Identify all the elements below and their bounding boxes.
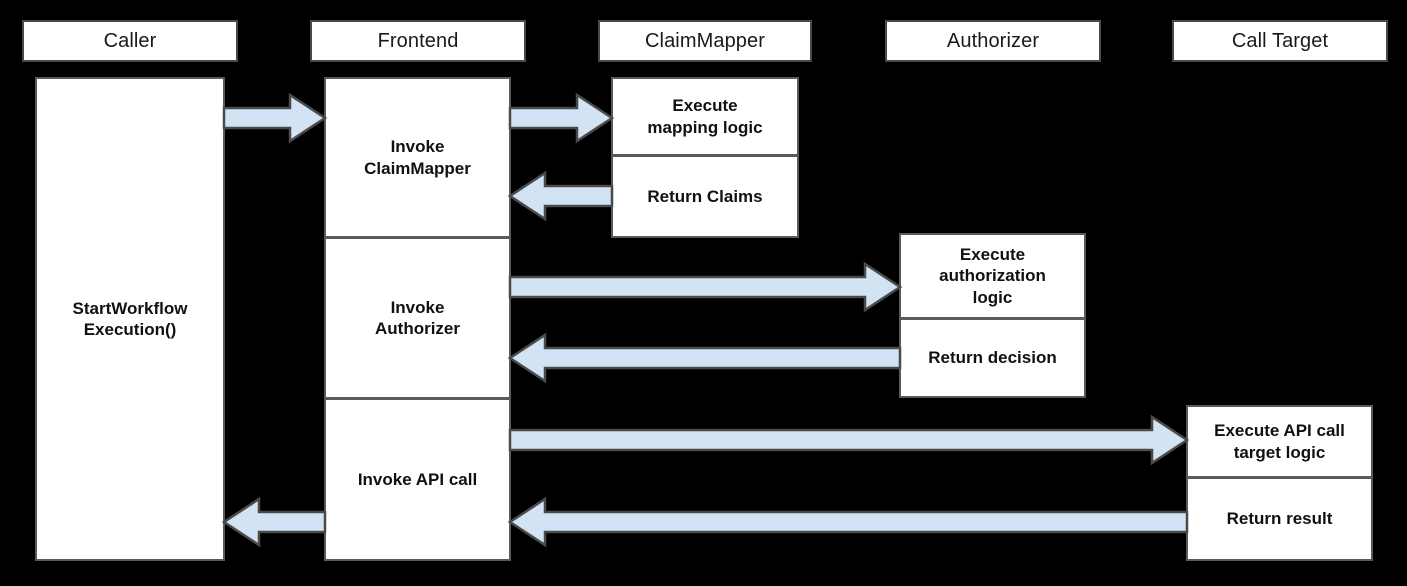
frontend-invoke-authorizer-line2: Authorizer — [375, 319, 460, 338]
lane-header-calltarget-label: Call Target — [1231, 29, 1329, 52]
claimmapper-activation-return-claims[interactable]: Return Claims — [611, 155, 799, 238]
calltarget-execute-line1: Execute API call — [1214, 421, 1345, 441]
lane-header-frontend-label: Frontend — [377, 29, 459, 52]
frontend-invoke-api-call-label: Invoke API call — [357, 469, 478, 489]
frontend-activation-invoke-authorizer[interactable]: Invoke Authorizer — [324, 237, 511, 399]
authorizer-execute-line1: Execute — [959, 245, 1026, 265]
arrow-frontend-to-calltarget-icon[interactable] — [508, 414, 1190, 466]
claimmapper-execute-line1: Execute — [672, 96, 738, 116]
arrow-caller-to-frontend-icon[interactable] — [222, 92, 328, 144]
lane-header-claimmapper-label: ClaimMapper — [644, 29, 766, 52]
calltarget-return-result-label: Return result — [1226, 509, 1333, 529]
authorizer-activation-execute-authorization-logic[interactable]: Execute authorization logic — [899, 233, 1086, 319]
claimmapper-execute-line2: mapping logic — [647, 117, 763, 137]
authorizer-execute-line3: logic — [972, 287, 1013, 307]
arrow-frontend-to-authorizer-icon[interactable] — [508, 261, 903, 313]
calltarget-activation-return-result[interactable]: Return result — [1186, 477, 1373, 561]
frontend-invoke-claimmapper-line2: ClaimMapper — [364, 158, 471, 178]
lane-header-frontend[interactable]: Frontend — [310, 20, 526, 62]
claimmapper-return-claims-label: Return Claims — [647, 186, 763, 206]
arrow-calltarget-to-frontend-icon[interactable] — [507, 496, 1189, 548]
frontend-invoke-claimmapper-line1: Invoke — [390, 137, 445, 157]
authorizer-execute-line2: authorization — [939, 266, 1046, 286]
arrow-frontend-to-caller-icon[interactable] — [221, 496, 327, 548]
calltarget-execute-line2: target logic — [1233, 442, 1326, 462]
authorizer-return-decision-label: Return decision — [928, 348, 1057, 368]
frontend-activation-invoke-api-call[interactable]: Invoke API call — [324, 398, 511, 561]
lane-header-caller-label: Caller — [103, 29, 157, 52]
lane-header-caller[interactable]: Caller — [22, 20, 238, 62]
arrow-frontend-to-claimmapper-icon[interactable] — [508, 92, 615, 144]
caller-activation-start-workflow[interactable]: StartWorkflow Execution() — [35, 77, 225, 561]
claimmapper-activation-execute-mapping-logic[interactable]: Execute mapping logic — [611, 77, 799, 156]
lane-header-authorizer[interactable]: Authorizer — [885, 20, 1101, 62]
calltarget-activation-execute-api-call-target-logic[interactable]: Execute API call target logic — [1186, 405, 1373, 478]
arrow-authorizer-to-frontend-icon[interactable] — [507, 332, 902, 384]
lane-header-calltarget[interactable]: Call Target — [1172, 20, 1388, 62]
frontend-invoke-authorizer-line1: Invoke — [390, 297, 445, 317]
frontend-activation-invoke-claimmapper[interactable]: Invoke ClaimMapper — [324, 77, 511, 238]
authorizer-activation-return-decision[interactable]: Return decision — [899, 318, 1086, 398]
lane-header-authorizer-label: Authorizer — [946, 29, 1040, 52]
arrow-claimmapper-to-frontend-icon[interactable] — [507, 170, 614, 222]
lane-header-claimmapper[interactable]: ClaimMapper — [598, 20, 812, 62]
caller-step-line1: StartWorkflow — [72, 298, 188, 318]
caller-step-line2: Execution() — [83, 320, 177, 339]
